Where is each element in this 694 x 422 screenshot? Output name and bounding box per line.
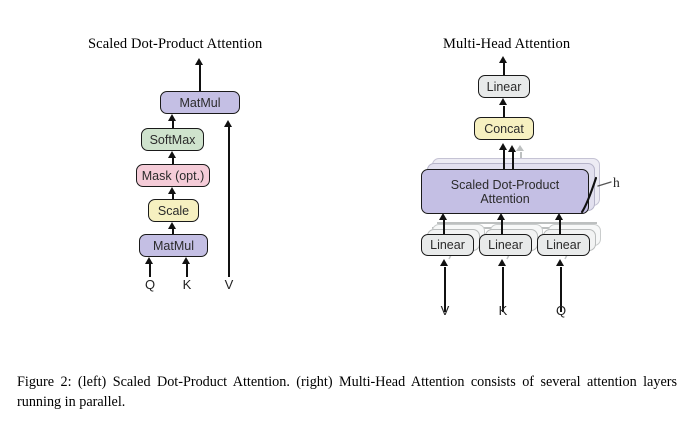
edge-sdpa-to-concat-head	[498, 143, 507, 150]
edge-head2-to-concat-head	[507, 145, 516, 152]
edge-head2-to-concat-line	[512, 152, 514, 170]
output-arrow-head-right	[498, 56, 507, 63]
input-label-k: K	[182, 277, 192, 292]
edge-matmul-to-scale-head	[167, 222, 176, 229]
node-mask-optional[interactable]: Mask (opt.)	[136, 164, 210, 187]
ghost-rail-upper-1	[437, 222, 597, 224]
input-arrow-v-line-right	[444, 267, 446, 312]
edge-mask-to-softmax-head	[167, 151, 176, 158]
input-arrow-k-head-right	[497, 259, 506, 266]
edge-linear-q-to-sdpa-line	[559, 219, 561, 244]
edge-linear-v-to-sdpa-line	[443, 219, 445, 244]
edge-head3-to-concat-ghost-head	[516, 145, 524, 151]
input-label-v-right: V	[440, 303, 450, 318]
edge-softmax-to-matmul-head	[167, 114, 176, 121]
output-arrow-head-left	[194, 58, 203, 65]
heads-count-label: h	[613, 175, 620, 190]
node-linear-v[interactable]: Linear	[421, 234, 474, 256]
edge-linear-k-to-sdpa-head	[496, 213, 505, 220]
input-arrow-v-head-right	[439, 259, 448, 266]
input-label-q-right: Q	[555, 303, 567, 318]
input-arrow-v-head	[223, 120, 232, 127]
node-concat[interactable]: Concat	[474, 117, 534, 140]
input-label-v: V	[224, 277, 234, 292]
node-scaled-dot-product-attention[interactable]: Scaled Dot-Product Attention	[421, 169, 589, 214]
input-arrow-q-head-right	[555, 259, 564, 266]
node-linear-output[interactable]: Linear	[478, 75, 530, 98]
node-sdpa-label-line1: Scaled Dot-Product	[450, 177, 560, 192]
output-arrow-line-right	[503, 62, 505, 77]
edge-linear-v-to-sdpa-head	[438, 213, 447, 220]
node-scale[interactable]: Scale	[148, 199, 199, 222]
node-linear-q[interactable]: Linear	[537, 234, 590, 256]
input-arrow-k-line-right	[502, 267, 504, 312]
input-arrow-q-line-right	[560, 267, 562, 312]
node-matmul-bottom[interactable]: MatMul	[139, 234, 208, 257]
input-label-k-right: K	[498, 303, 508, 318]
node-matmul-top[interactable]: MatMul	[160, 91, 240, 114]
edge-concat-to-linear-line	[503, 106, 505, 117]
output-arrow-line-left	[199, 64, 201, 91]
input-arrow-k-line	[186, 264, 188, 277]
edge-sdpa-to-concat-line	[503, 150, 505, 172]
edge-concat-to-linear-head	[498, 98, 507, 105]
figure-caption: Figure 2: (left) Scaled Dot-Product Atte…	[17, 374, 677, 411]
input-label-q: Q	[144, 277, 156, 292]
page-title-left: Scaled Dot-Product Attention	[88, 36, 263, 52]
node-sdpa-label-line2: Attention	[480, 191, 530, 206]
edge-scale-to-mask-head	[167, 187, 176, 194]
input-arrow-v-line	[228, 127, 230, 277]
input-arrow-k-head	[181, 257, 190, 264]
node-linear-k[interactable]: Linear	[479, 234, 532, 256]
input-arrow-q-line	[149, 264, 151, 277]
input-arrow-q-head	[144, 257, 153, 264]
node-softmax[interactable]: SoftMax	[141, 128, 204, 151]
page-title-right: Multi-Head Attention	[443, 36, 571, 52]
edge-linear-k-to-sdpa-line	[501, 219, 503, 244]
edge-linear-q-to-sdpa-head	[554, 213, 563, 220]
